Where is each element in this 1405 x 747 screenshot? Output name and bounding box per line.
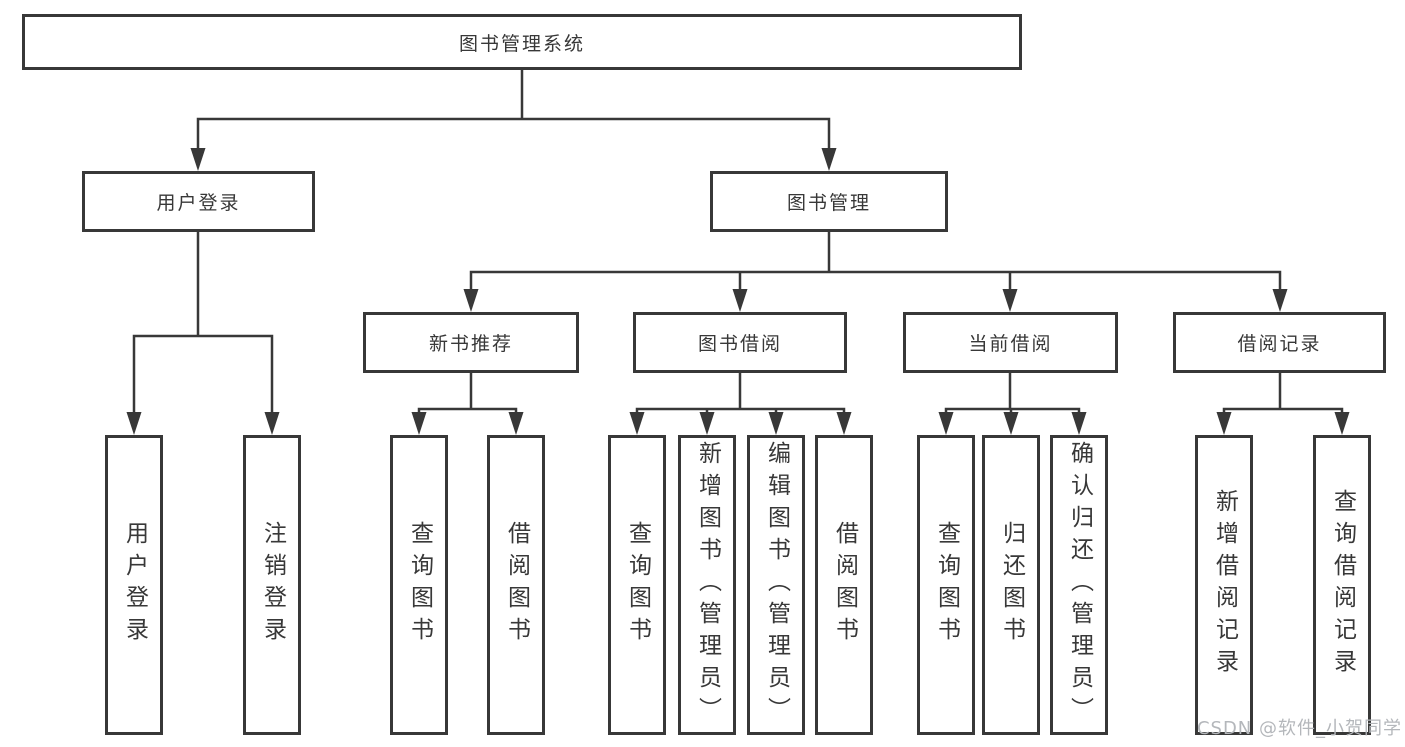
arrowhead-icon — [1272, 289, 1288, 312]
leaf-label: 确认归还（管理员） — [1066, 441, 1093, 729]
leaf-label: 查询借阅记录 — [1329, 489, 1356, 681]
arrowhead-icon — [190, 148, 206, 171]
watermark: CSDN @软件_小贺同学 — [1196, 718, 1402, 739]
arrowhead-icon — [411, 412, 427, 435]
arrowhead-icon — [1002, 289, 1018, 312]
leaf-confirm-return-admin: 确认归还（管理员） — [1050, 435, 1108, 735]
node-library-management-system: 图书管理系统 — [22, 14, 1022, 70]
leaf-add-borrow-record: 新增借阅记录 — [1195, 435, 1253, 735]
arrowhead-icon — [1216, 412, 1232, 435]
leaf-edit-books-admin: 编辑图书（管理员） — [747, 435, 805, 735]
leaf-label: 新增图书（管理员） — [694, 441, 721, 729]
leaf-query-books-2: 查询图书 — [608, 435, 666, 735]
leaf-return-books: 归还图书 — [982, 435, 1040, 735]
leaf-label: 查询图书 — [624, 521, 651, 649]
arrowhead-icon — [836, 412, 852, 435]
node-current-borrowing: 当前借阅 — [903, 312, 1118, 373]
node-label: 当前借阅 — [968, 333, 1053, 355]
leaf-borrow-books-2: 借阅图书 — [815, 435, 873, 735]
arrowhead-icon — [1003, 412, 1019, 435]
leaf-logout: 注销登录 — [243, 435, 301, 735]
node-label: 借阅记录 — [1237, 333, 1322, 355]
connector-path — [132, 68, 1344, 415]
leaf-user-login: 用户登录 — [105, 435, 163, 735]
node-new-book-recommendation: 新书推荐 — [363, 312, 579, 373]
leaf-query-books-1: 查询图书 — [390, 435, 448, 735]
arrowhead-icon — [264, 412, 280, 435]
leaf-query-borrow-record: 查询借阅记录 — [1313, 435, 1371, 735]
arrowhead-icon — [463, 289, 479, 312]
arrowhead-icon — [768, 412, 784, 435]
node-label: 新书推荐 — [428, 333, 513, 355]
leaf-borrow-books-1: 借阅图书 — [487, 435, 545, 735]
node-label: 图书管理系统 — [458, 32, 585, 55]
leaf-label: 查询图书 — [406, 521, 433, 649]
leaf-label: 借阅图书 — [503, 521, 530, 649]
leaf-label: 注销登录 — [259, 521, 286, 649]
arrowhead-icon — [938, 412, 954, 435]
leaf-label: 新增借阅记录 — [1211, 489, 1238, 681]
leaf-label: 编辑图书（管理员） — [763, 441, 790, 729]
arrowhead-icon — [699, 412, 715, 435]
arrowhead-icon — [126, 412, 142, 435]
leaf-label: 用户登录 — [121, 521, 148, 649]
arrowhead-icon — [732, 289, 748, 312]
arrowhead-icon — [508, 412, 524, 435]
node-label: 图书管理 — [786, 192, 871, 214]
node-book-borrowing: 图书借阅 — [633, 312, 847, 373]
leaf-label: 归还图书 — [998, 521, 1025, 649]
leaf-label: 查询图书 — [933, 521, 960, 649]
leaf-add-books-admin: 新增图书（管理员） — [678, 435, 736, 735]
node-user-login: 用户登录 — [82, 171, 315, 232]
leaf-query-books-3: 查询图书 — [917, 435, 975, 735]
node-book-management: 图书管理 — [710, 171, 948, 232]
arrowhead-icon — [821, 148, 837, 171]
node-label: 用户登录 — [156, 192, 241, 214]
leaf-label: 借阅图书 — [831, 521, 858, 649]
node-borrowing-records: 借阅记录 — [1173, 312, 1386, 373]
arrowhead-icon — [1334, 412, 1350, 435]
node-label: 图书借阅 — [697, 333, 782, 355]
arrowhead-icon — [629, 412, 645, 435]
arrowhead-icon — [1071, 412, 1087, 435]
